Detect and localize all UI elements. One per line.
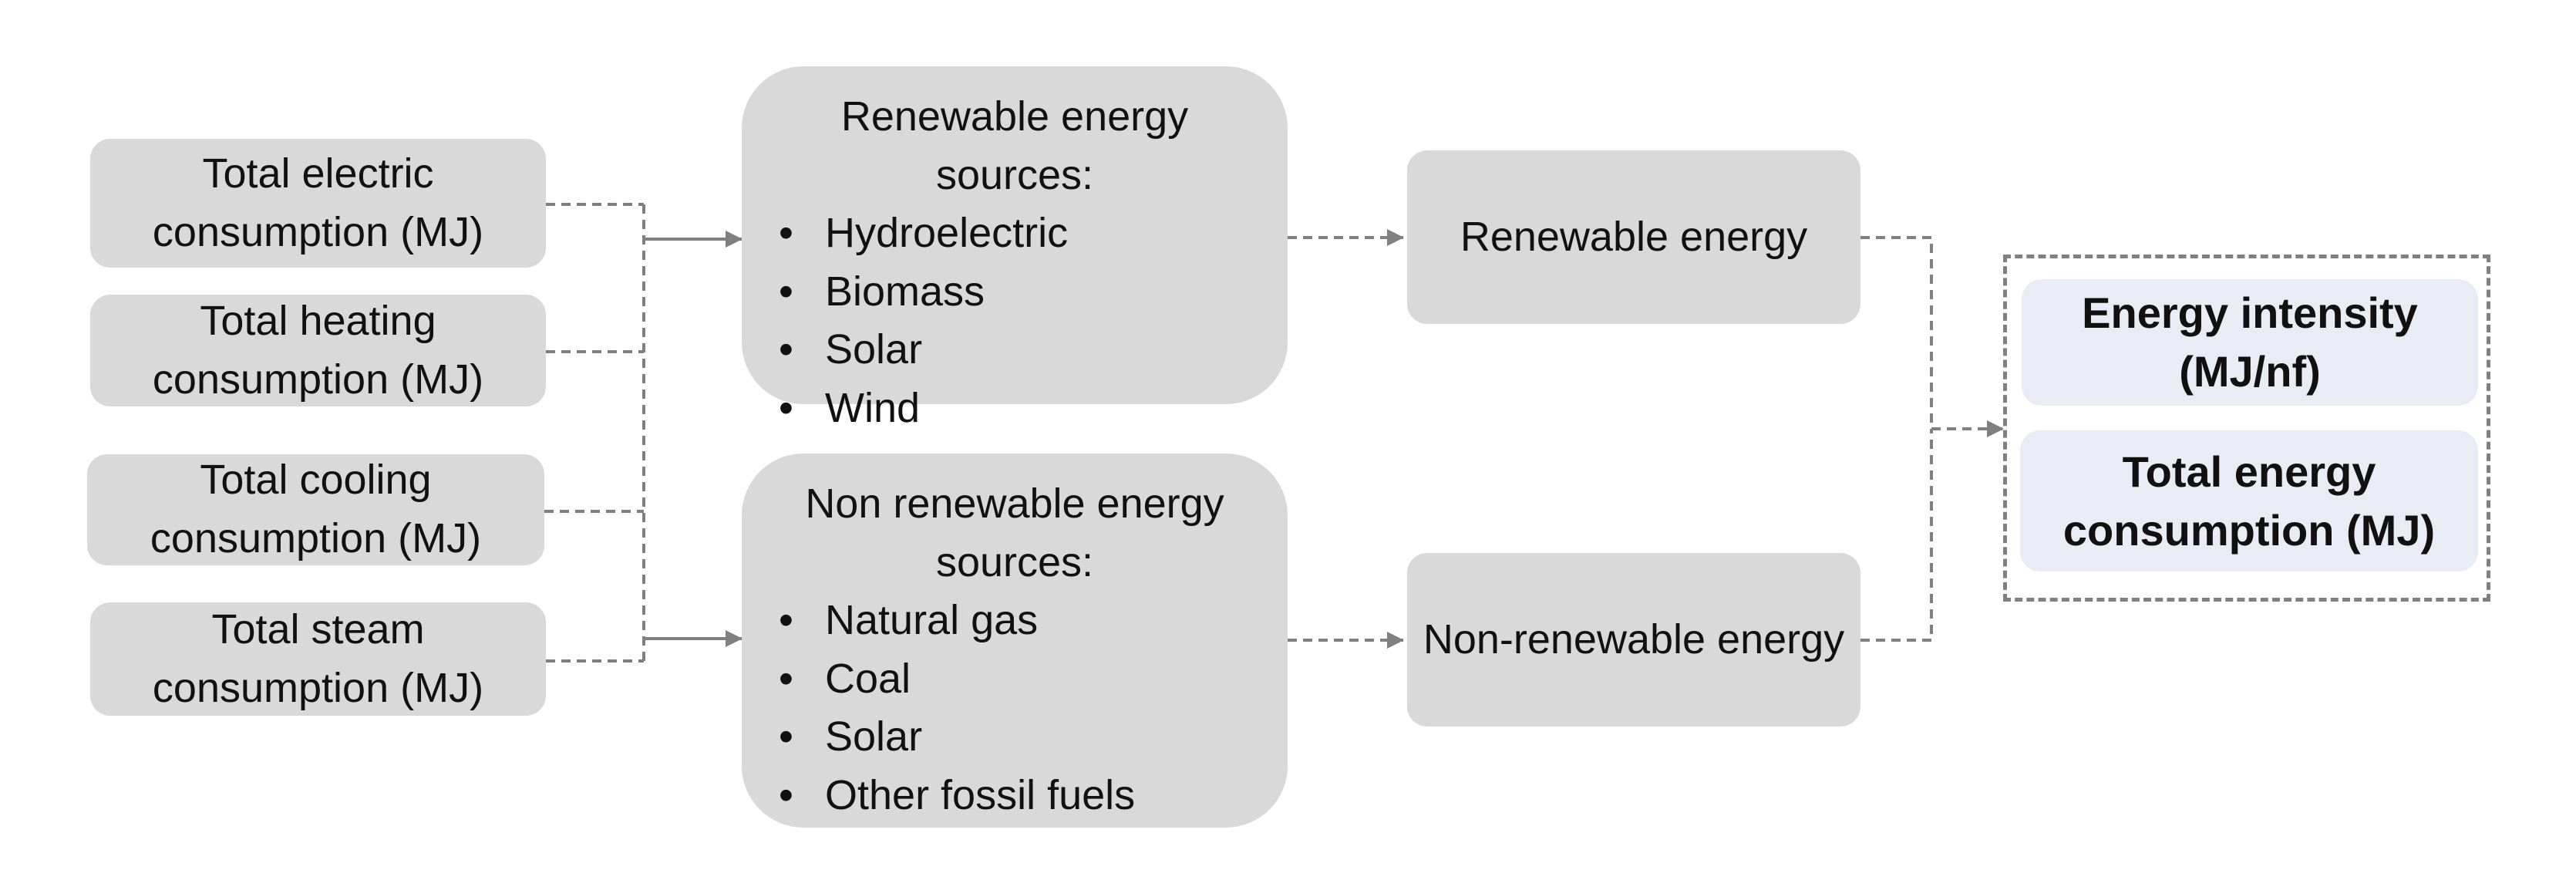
input-box-heating: Total heating consumption (MJ) bbox=[90, 295, 546, 406]
output-box-energy-intensity: Energy intensity (MJ/nf) bbox=[2022, 279, 2478, 406]
input-steam-line2: consumption (MJ) bbox=[152, 664, 484, 711]
renewable-energy-label: Renewable energy bbox=[1460, 213, 1808, 260]
list-item: Coal bbox=[779, 650, 1135, 709]
input-box-steam: Total steam consumption (MJ) bbox=[90, 602, 546, 716]
connector-renewable-to-output bbox=[1860, 236, 2004, 437]
renewable-energy-box: Renewable energy bbox=[1407, 150, 1860, 324]
renewable-sources-list: Hydroelectric Biomass Solar Wind bbox=[779, 204, 1068, 437]
renewable-sources-title-line1: Renewable energy bbox=[840, 93, 1189, 140]
list-item: Other fossil fuels bbox=[779, 767, 1135, 825]
list-item: Biomass bbox=[779, 263, 1068, 322]
nonrenewable-energy-label: Non-renewable energy bbox=[1423, 615, 1845, 663]
list-item: Solar bbox=[779, 321, 1068, 379]
input-heating-line2: consumption (MJ) bbox=[152, 356, 484, 403]
input-cooling-line2: consumption (MJ) bbox=[150, 515, 482, 561]
output-frame bbox=[2003, 255, 2490, 602]
connector-nonrenewable-to-output bbox=[1860, 429, 1933, 642]
nonrenewable-sources-list: Natural gas Coal Solar Other fossil fuel… bbox=[779, 592, 1135, 824]
output-box-total-energy: Total energy consumption (MJ) bbox=[2020, 430, 2478, 572]
nonrenewable-sources-title-line1: Non renewable energy bbox=[805, 481, 1224, 527]
list-item: Solar bbox=[779, 708, 1135, 767]
list-item: Natural gas bbox=[779, 592, 1135, 650]
input-electric-line2: consumption (MJ) bbox=[152, 208, 484, 255]
nonrenewable-energy-box: Non-renewable energy bbox=[1407, 553, 1860, 727]
renewable-sources-title-line2: sources: bbox=[935, 151, 1094, 198]
nonrenewable-sources-box: Non renewable energy sources: Natural ga… bbox=[742, 454, 1288, 828]
input-heating-line1: Total heating bbox=[200, 297, 436, 344]
list-item: Hydroelectric bbox=[779, 204, 1068, 263]
nonrenewable-sources-title-line2: sources: bbox=[935, 538, 1094, 585]
input-box-electric: Total electric consumption (MJ) bbox=[90, 139, 546, 268]
output-total-energy-line2: consumption (MJ) bbox=[2062, 505, 2436, 555]
renewable-sources-box: Renewable energy sources: Hydroelectric … bbox=[742, 66, 1288, 437]
output-energy-intensity-line1: Energy intensity bbox=[2082, 288, 2418, 338]
input-box-cooling: Total cooling consumption (MJ) bbox=[87, 454, 544, 565]
input-steam-line1: Total steam bbox=[211, 605, 425, 652]
input-cooling-line1: Total cooling bbox=[200, 457, 432, 504]
output-total-energy-line1: Total energy bbox=[2122, 447, 2376, 496]
list-item: Wind bbox=[779, 379, 1068, 438]
output-energy-intensity-line2: (MJ/nf) bbox=[2179, 347, 2321, 396]
input-electric-line1: Total electric bbox=[202, 150, 434, 197]
